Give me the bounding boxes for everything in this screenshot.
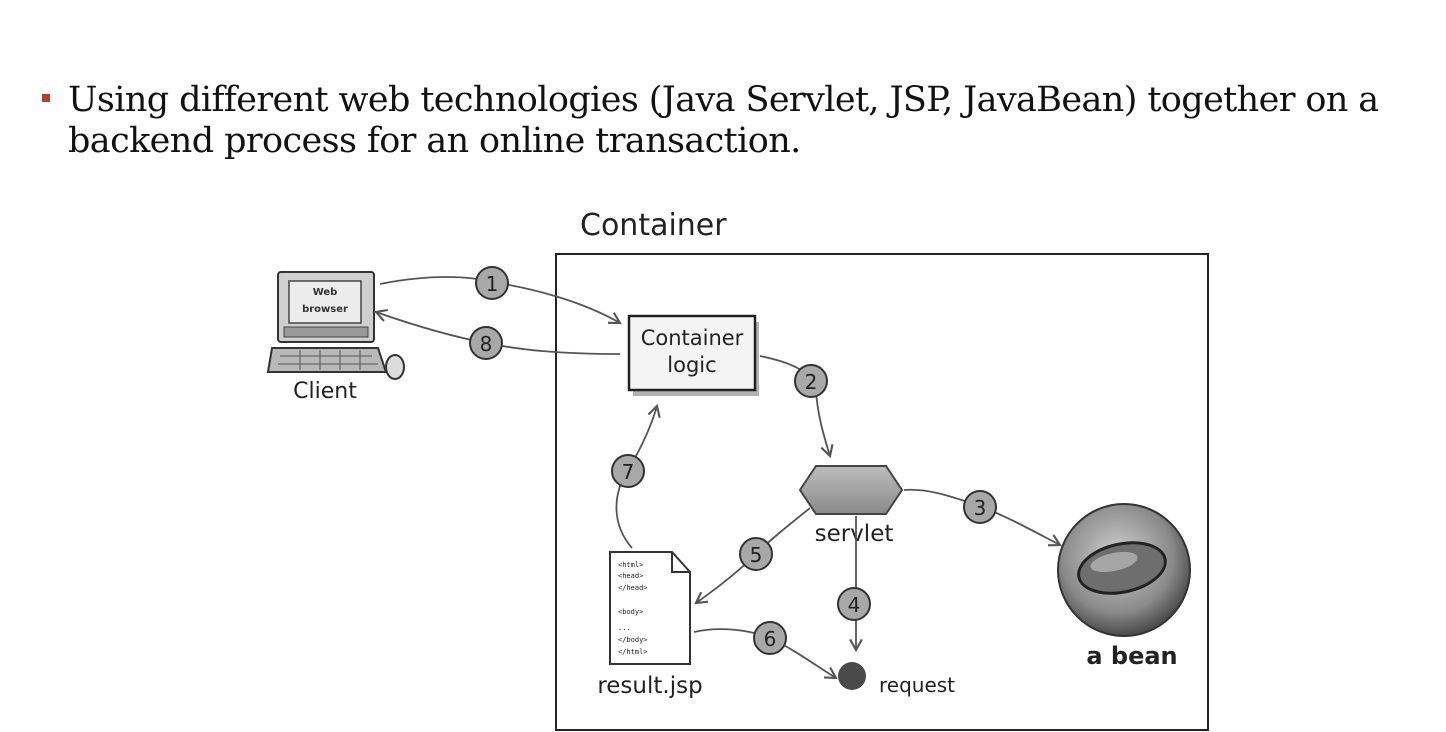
- step-7-label: 7: [622, 460, 635, 484]
- container-title: Container: [580, 208, 727, 243]
- step-6-label: 6: [764, 627, 777, 651]
- step-5-label: 5: [750, 543, 763, 567]
- container-box: [555, 253, 1209, 731]
- bullet-text: Using different web technologies (Java S…: [68, 80, 1379, 161]
- jsp-document-icon: <html> <head> </head> <body> ... </body>…: [609, 551, 691, 665]
- bullet-marker: [42, 94, 50, 102]
- request-label: request: [879, 673, 955, 697]
- container-logic-line2: logic: [667, 353, 716, 377]
- step-7-badge: 7: [611, 454, 645, 488]
- step-8-badge: 8: [469, 326, 503, 360]
- jsp-code-line-5: ...: [618, 624, 631, 632]
- step-5-badge: 5: [739, 537, 773, 571]
- step-3-badge: 3: [963, 490, 997, 524]
- jsp-code-line-2: <head>: [618, 572, 643, 580]
- bean-label: a bean: [1086, 642, 1177, 670]
- container-logic-line1: Container: [641, 326, 744, 350]
- client-screen-line2: browser: [302, 304, 348, 315]
- step-4-badge: 4: [837, 587, 871, 621]
- step-1-badge: 1: [475, 266, 509, 300]
- step-2-badge: 2: [794, 364, 828, 398]
- container-logic-box: Container logic: [627, 314, 759, 396]
- client-computer-icon: Web browser: [266, 271, 405, 380]
- jsp-code-line-3: </head>: [618, 584, 648, 592]
- step-4-label: 4: [848, 593, 861, 617]
- jsp-code-line-4: <body>: [618, 608, 643, 616]
- servlet-label: servlet: [815, 521, 894, 547]
- request-object-icon: [838, 662, 866, 690]
- jsp-code-line-1: <html>: [618, 561, 643, 569]
- servlet-icon: [798, 465, 904, 515]
- client-screen-line1: Web: [313, 287, 338, 298]
- jsp-code-line-6: </body>: [618, 636, 648, 644]
- step-1-label: 1: [486, 272, 499, 296]
- bean-icon: [1057, 503, 1191, 637]
- step-8-label: 8: [480, 332, 493, 356]
- step-6-badge: 6: [753, 621, 787, 655]
- step-3-label: 3: [974, 496, 987, 520]
- step-2-label: 2: [805, 370, 818, 394]
- jsp-label: result.jsp: [597, 673, 702, 699]
- client-label: Client: [293, 379, 357, 404]
- jsp-code-line-7: </html>: [618, 648, 648, 656]
